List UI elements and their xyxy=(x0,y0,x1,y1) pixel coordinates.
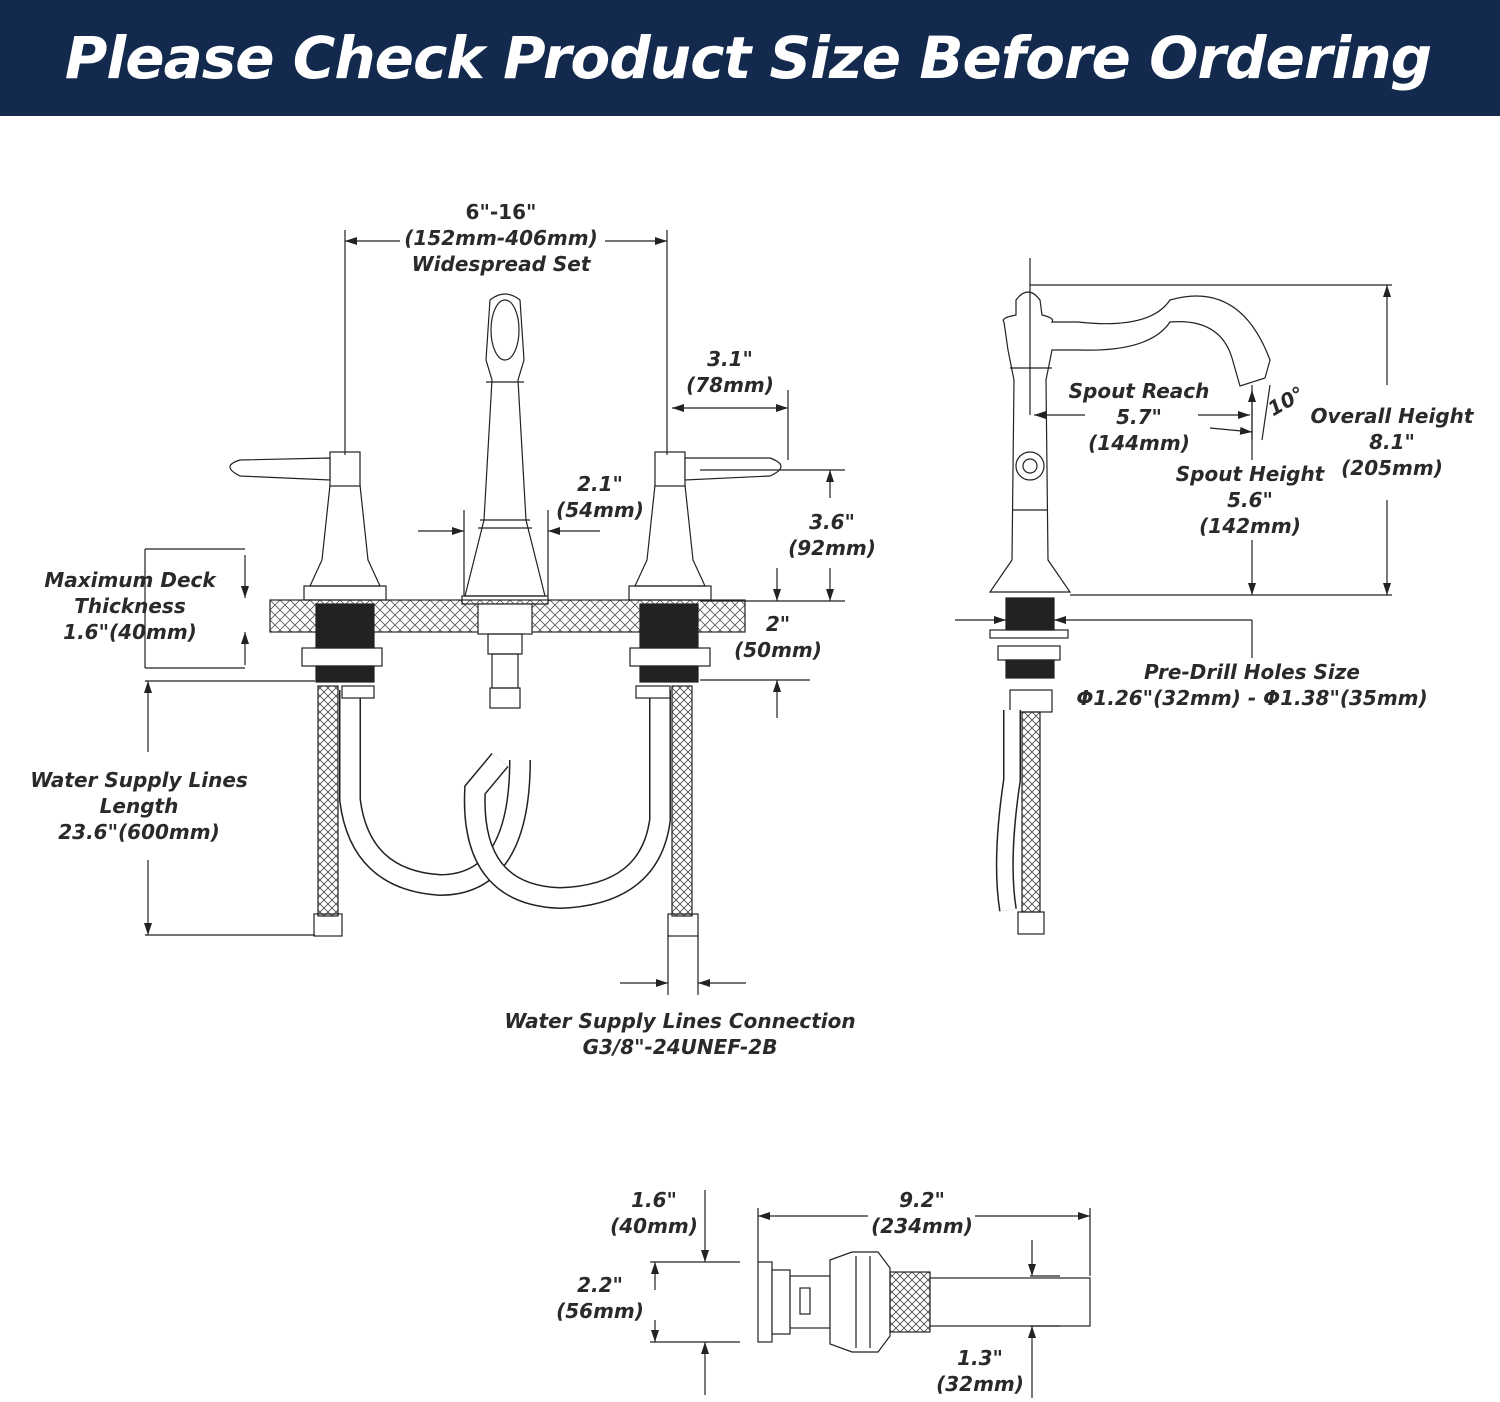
deck-thickness-label: Maximum Deck Thickness 1.6"(40mm) xyxy=(30,567,230,645)
drain-length-metric: (234mm) xyxy=(871,1214,973,1238)
overall-height-value: 8.1" xyxy=(1369,430,1415,454)
supply-length-value: 23.6"(600mm) xyxy=(58,820,220,844)
flange-dia-metric: (56mm) xyxy=(556,1299,644,1323)
spout-height-metric: (142mm) xyxy=(1199,514,1301,538)
widespread-value: 6"-16" xyxy=(465,200,537,224)
widespread-label: 6"-16" (152mm-406mm) Widespread Set xyxy=(395,199,607,277)
front-view-dimensions xyxy=(144,230,845,995)
flange-height-metric: (40mm) xyxy=(610,1214,698,1238)
handle-reach-label: 3.1" (78mm) xyxy=(670,346,790,398)
supply-length-label: Water Supply Lines Length 23.6"(600mm) xyxy=(22,767,256,845)
spout-base-label: 2.1" (54mm) xyxy=(548,471,652,523)
spout-reach-metric: (144mm) xyxy=(1088,431,1190,455)
spout-reach-label: Spout Reach 5.7" (144mm) xyxy=(1062,378,1216,456)
flange-dia-label: 2.2" (56mm) xyxy=(550,1272,650,1324)
spout-height-title: Spout Height xyxy=(1175,462,1325,486)
handle-height-value: 3.6" xyxy=(809,510,855,534)
shank-length-label: 2" (50mm) xyxy=(726,611,830,663)
side-view-dimensions xyxy=(955,258,1392,658)
drain-length-label: 9.2" (234mm) xyxy=(866,1187,978,1239)
predrill-value: Φ1.26"(32mm) - Φ1.38"(35mm) xyxy=(1076,686,1428,710)
predrill-label: Pre-Drill Holes Size Φ1.26"(32mm) - Φ1.3… xyxy=(1070,659,1434,711)
flange-height-label: 1.6" (40mm) xyxy=(604,1187,704,1239)
flange-dia-value: 2.2" xyxy=(577,1273,623,1297)
shank-length-metric: (50mm) xyxy=(734,638,822,662)
widespread-caption: Widespread Set xyxy=(411,252,591,276)
spout-reach-value: 5.7" xyxy=(1116,405,1162,429)
connection-spec: G3/8"-24UNEF-2B xyxy=(582,1035,778,1059)
spout-reach-title: Spout Reach xyxy=(1068,379,1210,403)
shank-length-value: 2" xyxy=(765,612,791,636)
deck-thickness-title: Maximum Deck xyxy=(44,568,216,592)
pipe-dia-metric: (32mm) xyxy=(936,1372,1024,1396)
handle-height-label: 3.6" (92mm) xyxy=(780,509,884,561)
deck-thickness-title-2: Thickness xyxy=(74,594,186,618)
handle-reach-value: 3.1" xyxy=(707,347,753,371)
pipe-dia-label: 1.3" (32mm) xyxy=(930,1345,1030,1397)
overall-height-metric: (205mm) xyxy=(1341,456,1443,480)
banner-title: Please Check Product Size Before Orderin… xyxy=(64,24,1432,92)
spout-base-value: 2.1" xyxy=(577,472,623,496)
supply-length-title: Water Supply Lines xyxy=(30,768,248,792)
header-banner: Please Check Product Size Before Orderin… xyxy=(0,0,1500,116)
predrill-title: Pre-Drill Holes Size xyxy=(1144,660,1360,684)
front-view-faucet xyxy=(229,293,782,937)
supply-length-title-2: Length xyxy=(99,794,179,818)
drain-length-value: 9.2" xyxy=(899,1188,945,1212)
drain-dimensions xyxy=(650,1190,1091,1398)
overall-height-label: Overall Height 8.1" (205mm) xyxy=(1306,403,1478,481)
spout-base-metric: (54mm) xyxy=(556,498,644,522)
connection-label: Water Supply Lines Connection G3/8"-24UN… xyxy=(490,1008,870,1060)
drain-assembly xyxy=(757,1251,1091,1353)
spout-height-value: 5.6" xyxy=(1227,488,1273,512)
deck-thickness-value: 1.6"(40mm) xyxy=(63,620,197,644)
widespread-metric: (152mm-406mm) xyxy=(404,226,598,250)
pipe-dia-value: 1.3" xyxy=(957,1346,1003,1370)
handle-reach-metric: (78mm) xyxy=(686,373,774,397)
handle-height-metric: (92mm) xyxy=(788,536,876,560)
overall-height-title: Overall Height xyxy=(1310,404,1474,428)
side-view-faucet xyxy=(988,291,1271,935)
flange-height-value: 1.6" xyxy=(631,1188,677,1212)
connection-title: Water Supply Lines Connection xyxy=(504,1009,856,1033)
spout-height-label: Spout Height 5.6" (142mm) xyxy=(1174,461,1326,539)
